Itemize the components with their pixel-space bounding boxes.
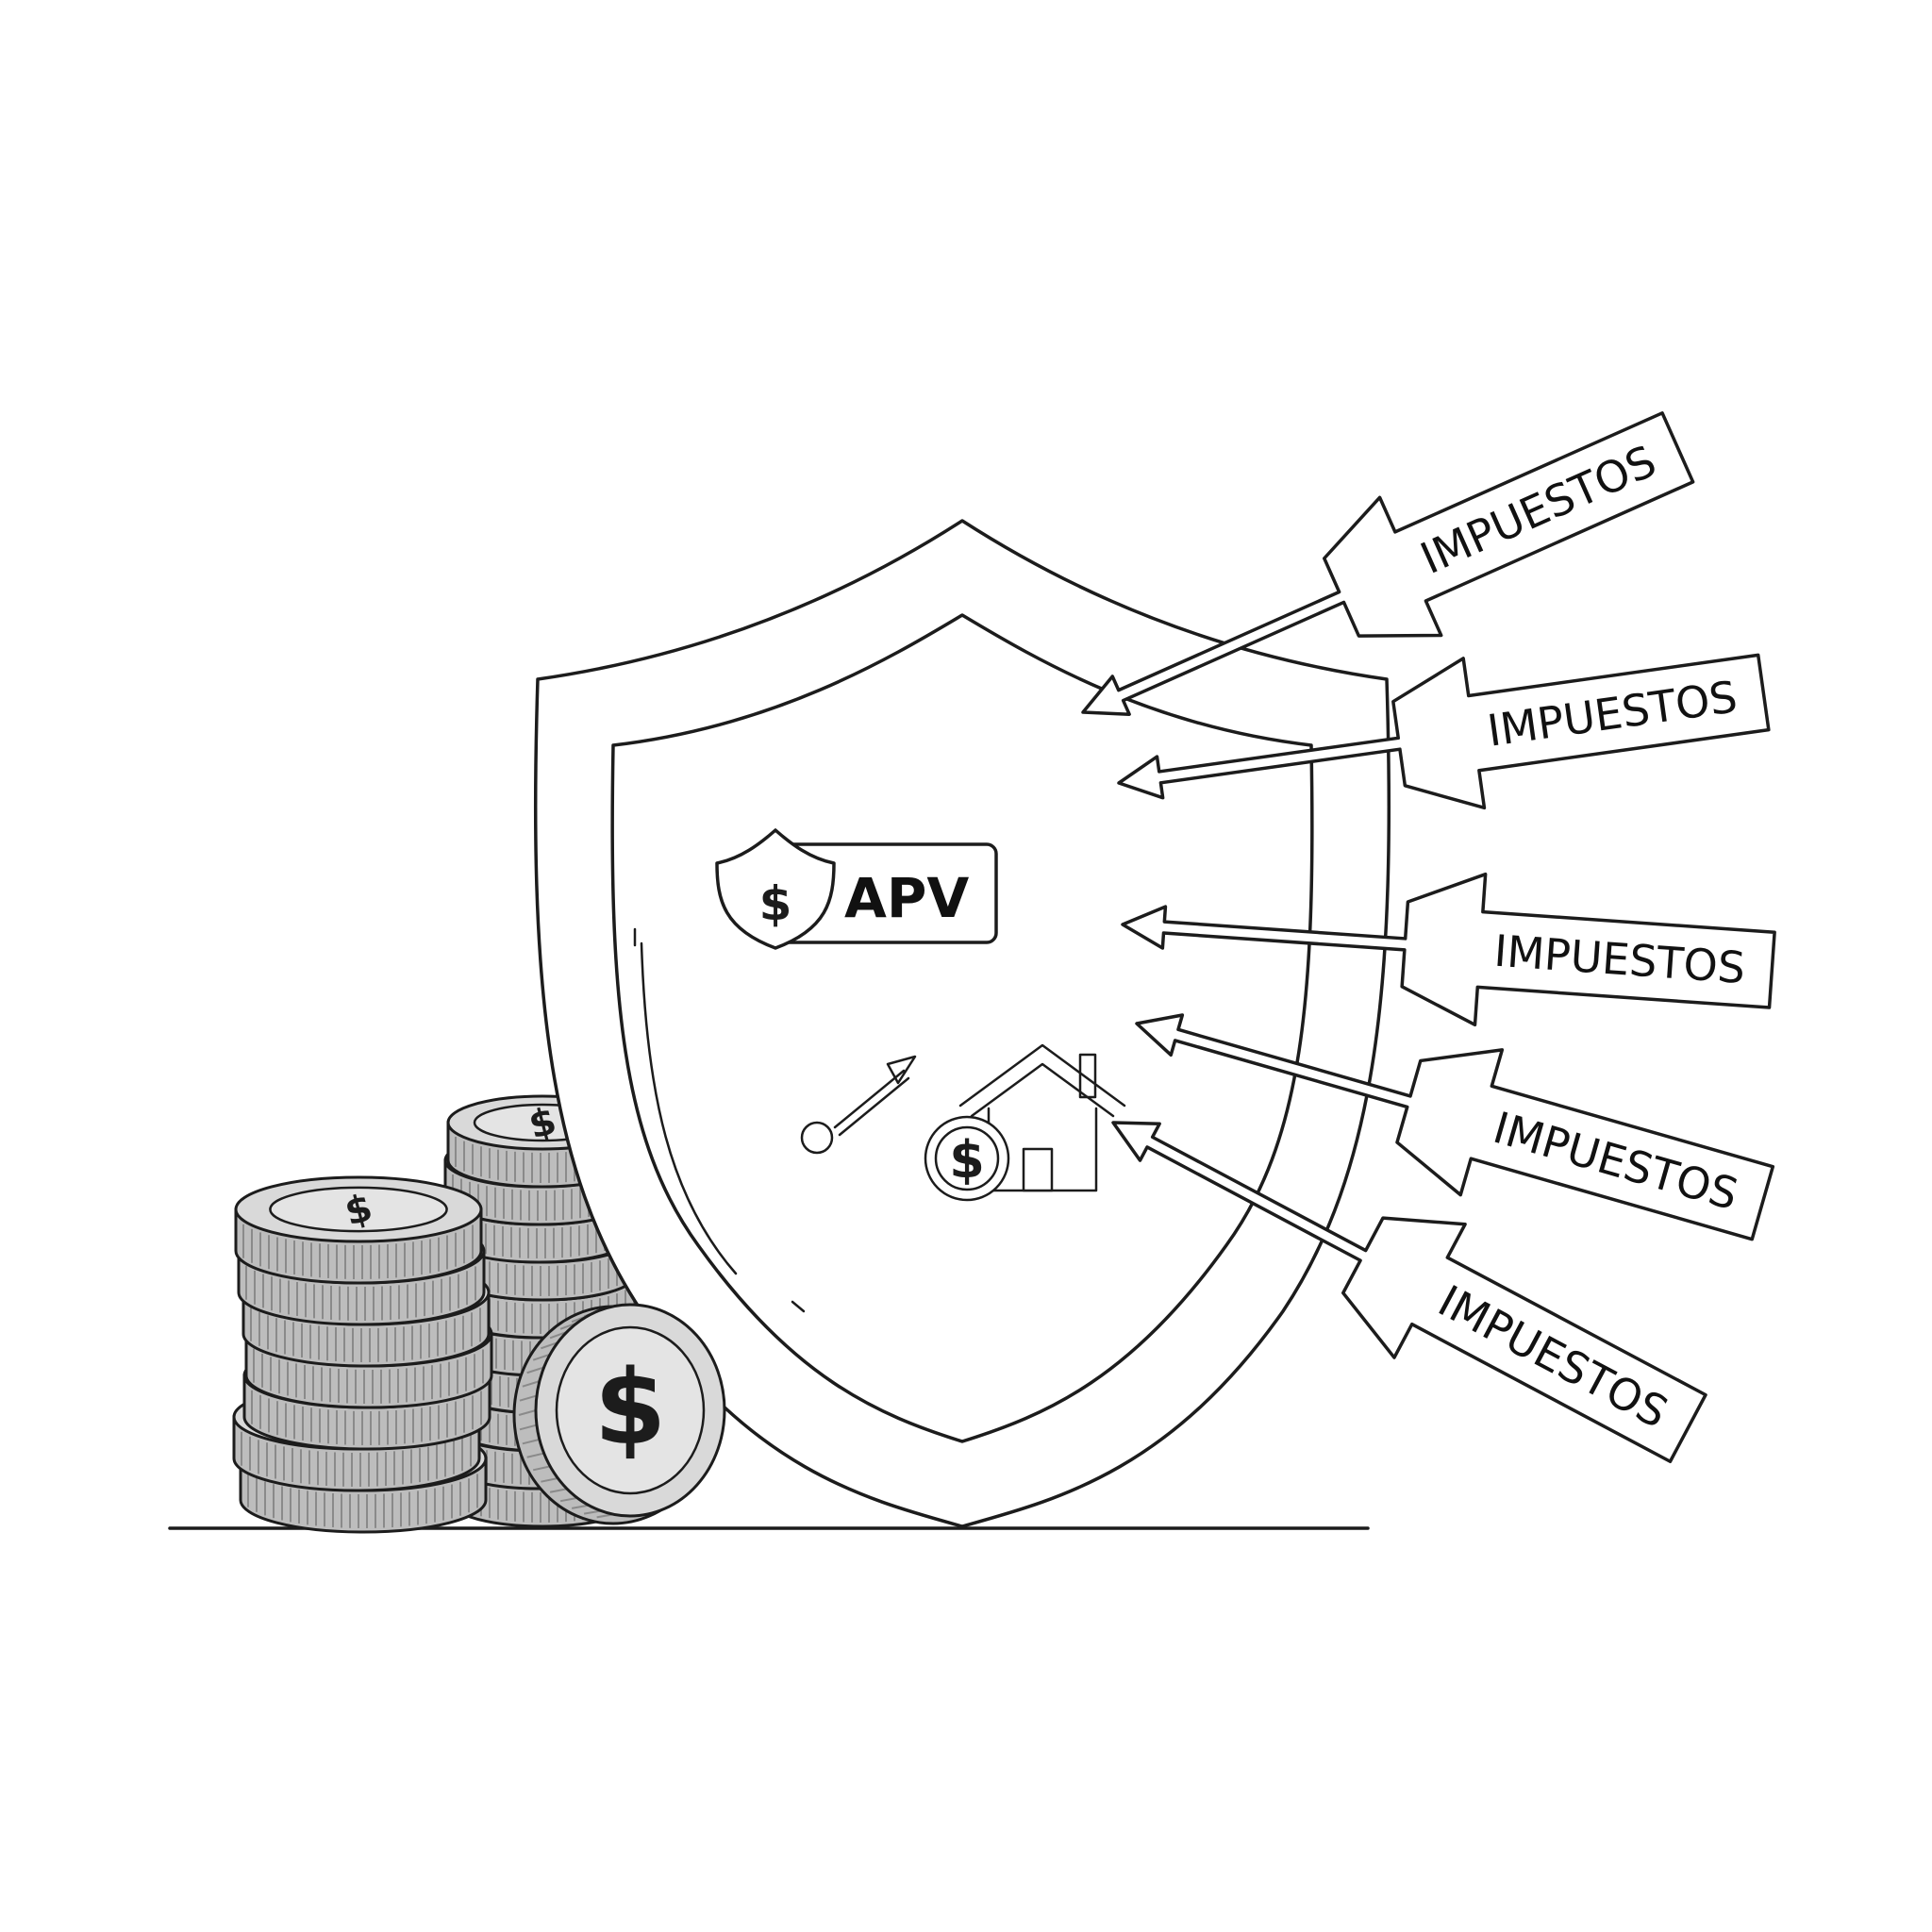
tax-arrow-label: IMPUESTOS	[1430, 1275, 1676, 1439]
house-icon: $	[924, 1043, 1126, 1202]
tax-arrows: IMPUESTOSIMPUESTOSIMPUESTOSIMPUESTOSIMPU…	[1081, 411, 1776, 1464]
coin-stack-icon: $	[232, 1175, 493, 1534]
coin-dollar-glyph: $	[594, 1347, 667, 1468]
growth-arrow-icon	[800, 1055, 917, 1155]
house-dollar-glyph: $	[949, 1130, 985, 1190]
apv-badge: $ APV	[715, 828, 998, 950]
dollar-coin-icon: $	[512, 1303, 726, 1525]
tax-arrow-label: IMPUESTOS	[1488, 1102, 1743, 1220]
tax-arrow-4: IMPUESTOS	[1135, 1013, 1775, 1241]
tax-arrow-3: IMPUESTOS	[1121, 872, 1776, 1027]
dollar-shield-icon: $	[759, 876, 792, 931]
apv-label: APV	[844, 866, 969, 930]
